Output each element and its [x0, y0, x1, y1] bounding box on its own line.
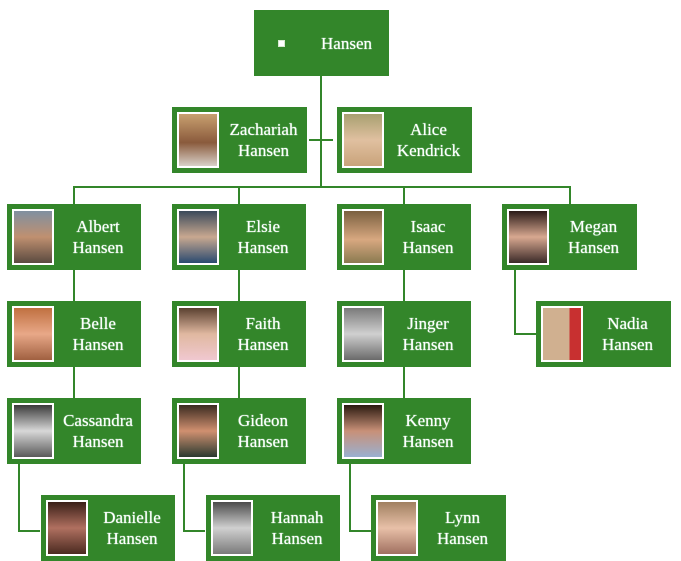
last-name: Hansen [271, 529, 323, 548]
last-name: Hansen [72, 432, 124, 451]
node-gideon-hansen[interactable]: Gideon Hansen [172, 398, 306, 464]
last-name: Kendrick [396, 141, 461, 160]
connector-isaac-jinger [403, 270, 405, 301]
node-hannah-hansen[interactable]: Hannah Hansen [206, 495, 340, 561]
last-name: Hansen [402, 238, 454, 257]
connector-megan-nadia-v [514, 270, 516, 334]
portrait-photo [177, 112, 219, 168]
first-name: Danielle [103, 508, 161, 527]
first-name: Albert [76, 217, 120, 236]
last-name: Hansen [237, 238, 289, 257]
portrait-photo [342, 306, 384, 362]
node-alice-kendrick[interactable]: Alice Kendrick [337, 107, 472, 173]
connector-to-isaac [403, 186, 405, 204]
first-name: Zachariah [229, 120, 298, 139]
first-name: Megan [569, 217, 618, 236]
connector-to-albert [73, 186, 75, 204]
first-name: Elsie [246, 217, 280, 236]
first-name: Alice [410, 120, 447, 139]
first-name: Isaac [410, 217, 446, 236]
portrait-photo [12, 403, 54, 459]
node-jinger-hansen[interactable]: Jinger Hansen [337, 301, 471, 367]
connector-cassandra-danielle-h [18, 530, 40, 532]
first-name: Faith [245, 314, 281, 333]
portrait-photo [342, 112, 384, 168]
portrait-photo [211, 500, 253, 556]
node-elsie-hansen[interactable]: Elsie Hansen [172, 204, 306, 270]
node-belle-hansen[interactable]: Belle Hansen [7, 301, 141, 367]
connector-root-to-parents [320, 76, 322, 188]
node-megan-hansen[interactable]: Megan Hansen [502, 204, 637, 270]
last-name: Hansen [72, 335, 124, 354]
node-lynn-hansen[interactable]: Lynn Hansen [371, 495, 506, 561]
last-name: Hansen [237, 432, 289, 451]
first-name: Belle [80, 314, 116, 333]
last-name: Hansen [568, 238, 619, 257]
portrait-photo [507, 209, 549, 265]
first-name: Nadia [607, 314, 648, 333]
first-name: Cassandra [63, 411, 133, 430]
portrait-photo [46, 500, 88, 556]
node-zachariah-hansen[interactable]: Zachariah Hansen [172, 107, 307, 173]
portrait-photo [177, 209, 219, 265]
node-faith-hansen[interactable]: Faith Hansen [172, 301, 306, 367]
last-name: Hansen [402, 335, 454, 354]
portrait-photo [12, 209, 54, 265]
first-name: Hannah [270, 508, 324, 527]
connector-megan-nadia-h [514, 333, 536, 335]
connector-albert-belle [73, 270, 75, 301]
connector-elsie-faith [238, 270, 240, 301]
node-root-hansen[interactable]: Hansen [254, 10, 389, 76]
first-name: Jinger [407, 314, 449, 333]
portrait-photo [12, 306, 54, 362]
last-name: Hansen [437, 529, 488, 548]
node-cassandra-hansen[interactable]: Cassandra Hansen [7, 398, 141, 464]
connector-faith-gideon [238, 367, 240, 398]
portrait-photo [376, 500, 418, 556]
portrait-photo [541, 306, 583, 362]
node-danielle-hansen[interactable]: Danielle Hansen [41, 495, 175, 561]
bullet-icon [278, 40, 285, 47]
portrait-photo [177, 306, 219, 362]
last-name: Hansen [72, 238, 124, 257]
node-albert-hansen[interactable]: Albert Hansen [7, 204, 141, 270]
first-name: Kenny [405, 411, 451, 430]
connector-jinger-kenny [403, 367, 405, 398]
connector-kenny-lynn-h [349, 530, 371, 532]
connector-marriage [309, 139, 333, 141]
node-kenny-hansen[interactable]: Kenny Hansen [337, 398, 471, 464]
last-name: Hansen [237, 335, 289, 354]
first-name: Lynn [445, 508, 480, 527]
last-name: Hansen [106, 529, 158, 548]
connector-to-megan [569, 186, 571, 204]
connector-children-bus [73, 186, 571, 188]
node-isaac-hansen[interactable]: Isaac Hansen [337, 204, 471, 270]
portrait-photo [177, 403, 219, 459]
node-nadia-hansen[interactable]: Nadia Hansen [536, 301, 671, 367]
last-name: Hansen [602, 335, 653, 354]
connector-to-elsie [238, 186, 240, 204]
last-name: Hansen [402, 432, 454, 451]
connector-gideon-hannah-v [183, 464, 185, 532]
node-name: Hansen [321, 33, 372, 53]
last-name: Hansen [238, 141, 289, 160]
connector-belle-cassandra [73, 367, 75, 398]
connector-cassandra-danielle-v [18, 464, 20, 532]
portrait-photo [342, 403, 384, 459]
first-name: Gideon [237, 411, 289, 430]
portrait-photo [342, 209, 384, 265]
connector-gideon-hannah-h [183, 530, 205, 532]
connector-kenny-lynn-v [349, 464, 351, 532]
